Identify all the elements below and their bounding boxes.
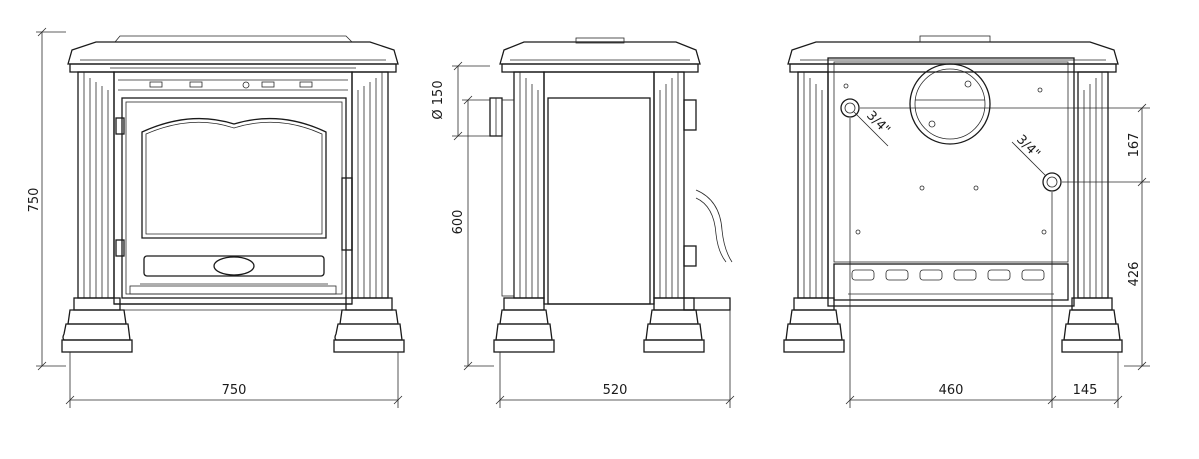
- flue-height-label: 600: [451, 210, 466, 235]
- rear-dimensions: 3/4" 3/4" 167 426 460 145: [845, 103, 1150, 408]
- side-offset-label: 145: [1073, 383, 1098, 398]
- front-width-label: 750: [222, 383, 247, 398]
- side-view: [489, 37, 733, 353]
- front-view: [61, 35, 405, 353]
- upper-pipe-height-label: 167: [1127, 133, 1142, 158]
- left-pipe-label: 3/4": [863, 108, 893, 138]
- side-dimensions: Ø 150 600 520: [431, 61, 735, 408]
- rear-view: [783, 35, 1123, 353]
- flue-diameter-label: Ø 150: [431, 80, 446, 119]
- lower-pipe-height-label: 426: [1127, 262, 1142, 287]
- front-height-label: 750: [27, 188, 42, 213]
- pipe-spacing-label: 460: [939, 383, 964, 398]
- right-pipe-label: 3/4": [1013, 132, 1043, 162]
- side-depth-label: 520: [603, 383, 628, 398]
- front-dimensions: 750 750: [27, 27, 403, 408]
